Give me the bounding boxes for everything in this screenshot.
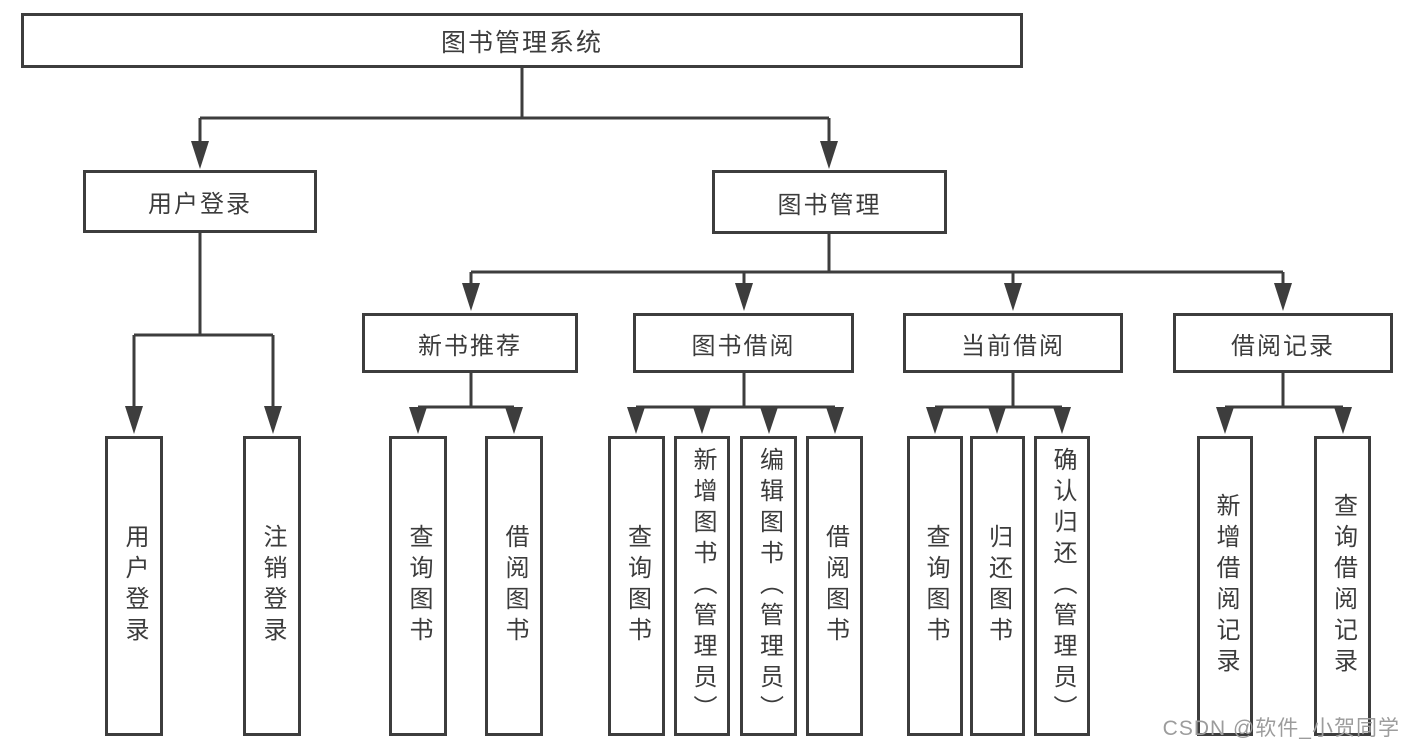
arrowheads <box>125 141 1352 434</box>
node-book-borrowing: 图书借阅 <box>633 313 854 373</box>
node-leaf-edit-book-admin: 编辑图书（管理员） <box>740 436 797 736</box>
node-leaf-query-books-3: 查询图书 <box>907 436 963 736</box>
node-current-borrowing: 当前借阅 <box>903 313 1123 373</box>
node-leaf-user-login: 用户登录 <box>105 436 163 736</box>
node-leaf-confirm-return-admin: 确认归还（管理员） <box>1034 436 1090 736</box>
node-leaf-borrow-books-2: 借阅图书 <box>806 436 863 736</box>
node-leaf-query-books-1: 查询图书 <box>389 436 447 736</box>
node-borrowing-records: 借阅记录 <box>1173 313 1393 373</box>
node-leaf-add-book-admin: 新增图书（管理员） <box>674 436 730 736</box>
node-leaf-borrow-books-1: 借阅图书 <box>485 436 543 736</box>
node-new-book-recommendation: 新书推荐 <box>362 313 578 373</box>
node-leaf-query-books-2: 查询图书 <box>608 436 665 736</box>
node-leaf-return-book: 归还图书 <box>970 436 1025 736</box>
watermark-text: CSDN @软件_小贺同学 <box>1162 717 1400 740</box>
node-library-management-system: 图书管理系统 <box>21 13 1023 68</box>
node-leaf-query-borrow-record: 查询借阅记录 <box>1314 436 1371 736</box>
node-leaf-logout: 注销登录 <box>243 436 301 736</box>
node-user-login: 用户登录 <box>83 170 317 233</box>
node-leaf-add-borrow-record: 新增借阅记录 <box>1197 436 1253 736</box>
node-book-management: 图书管理 <box>712 170 947 234</box>
